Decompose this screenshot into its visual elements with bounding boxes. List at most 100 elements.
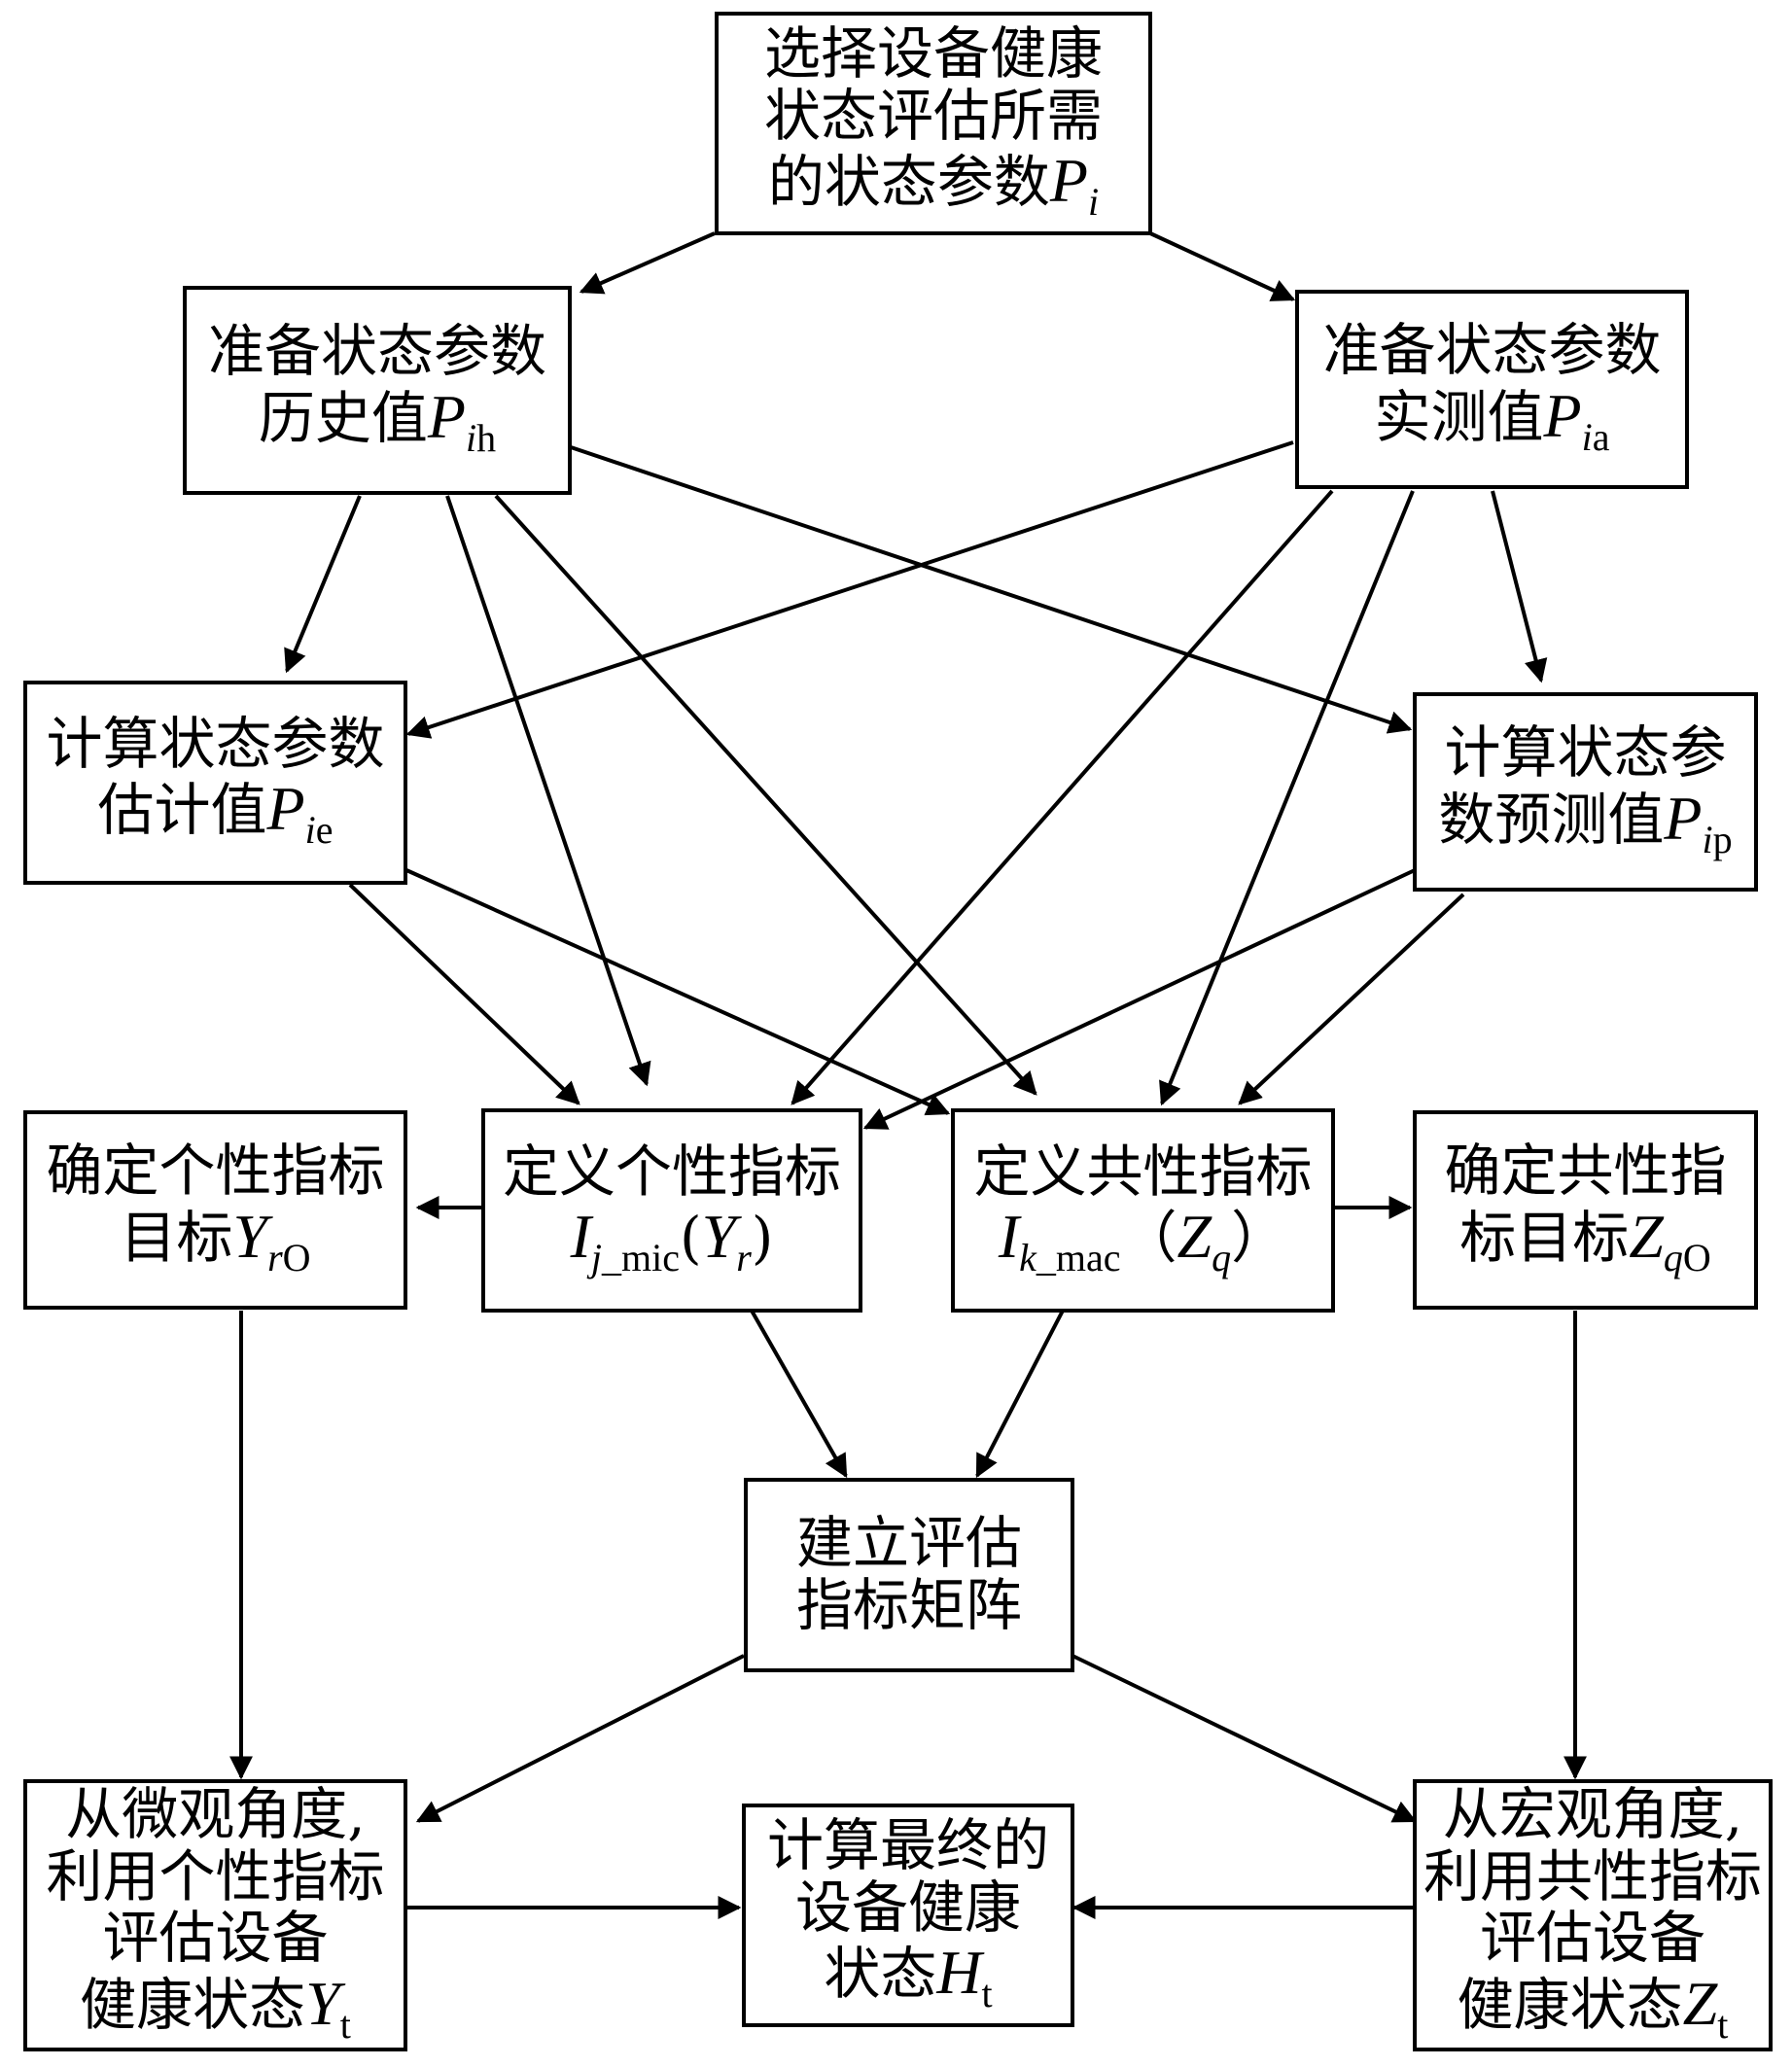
node-common-target: 确定共性指 标目标ZqO xyxy=(1413,1110,1758,1310)
node-estimated-values: 计算状态参数 估计值Pie xyxy=(23,681,407,885)
node-select-line3: 的状态参数Pi xyxy=(768,147,1099,224)
node-hist-sub-i: i xyxy=(465,415,477,460)
node-matrix-line2: 指标矩阵 xyxy=(795,1572,1022,1638)
node-indiv-def-var2: Y xyxy=(701,1202,737,1272)
node-macro-line3: 评估设备 xyxy=(1479,1905,1705,1972)
node-evaluation-matrix: 建立评估 指标矩阵 xyxy=(744,1478,1074,1672)
node-micro-line4: 健康状态Yt xyxy=(80,1969,351,2048)
node-final-health-state: 计算最终的 设备健康 状态Ht xyxy=(742,1804,1074,2027)
node-select-sub: i xyxy=(1087,180,1100,225)
arrow-hist-to-common-def xyxy=(494,494,1037,1096)
node-meas-line1: 准备状态参数 xyxy=(1322,317,1662,384)
node-predicted-values: 计算状态参 数预测值Pip xyxy=(1413,692,1758,892)
node-pred-sub: p xyxy=(1712,817,1733,861)
node-meas-sub: a xyxy=(1592,414,1610,459)
node-pred-var: P xyxy=(1664,783,1703,853)
node-indiv-def-paren-close: ) xyxy=(751,1205,774,1272)
node-indiv-def-paren-open: ( xyxy=(679,1205,702,1272)
node-pred-line1: 计算状态参 xyxy=(1444,719,1727,787)
arrow-hist-to-indiv-def xyxy=(445,495,651,1087)
node-indiv-def-line2: Ij_mic(Yr) xyxy=(571,1203,774,1279)
node-common-def-line2: Ik_mac（Zq） xyxy=(999,1203,1287,1279)
node-define-individual-index: 定义个性指标 Ij_mic(Yr) xyxy=(481,1108,862,1313)
node-est-line2-text: 估计值 xyxy=(97,777,267,844)
node-common-def-var2: Z xyxy=(1177,1202,1212,1272)
node-indiv-target-line2-text: 目标 xyxy=(120,1204,233,1271)
node-common-target-line2: 标目标ZqO xyxy=(1459,1201,1711,1279)
node-final-line3-text: 状态 xyxy=(824,1941,937,2008)
node-est-line1: 计算状态参数 xyxy=(46,710,385,777)
node-common-target-sub-i: q xyxy=(1663,1235,1683,1279)
node-hist-line2-text: 历史值 xyxy=(258,384,428,451)
arrow-meas-to-common-def xyxy=(1159,490,1415,1106)
arrow-est-to-common-def xyxy=(405,868,951,1116)
node-hist-line1: 准备状态参数 xyxy=(207,318,546,385)
node-macro-var: Z xyxy=(1682,1969,1718,2039)
node-final-var: H xyxy=(936,1938,982,2008)
node-common-def-sub2: q xyxy=(1212,1236,1232,1280)
node-indiv-target-var: Y xyxy=(232,1201,268,1271)
arrow-select-to-hist xyxy=(579,231,716,295)
node-pred-line2-text: 数预测值 xyxy=(1438,786,1665,853)
node-common-def-var: I xyxy=(998,1202,1020,1272)
node-meas-line2-text: 实测值 xyxy=(1374,383,1544,450)
node-measured-values: 准备状态参数 实测值Pia xyxy=(1295,290,1689,489)
node-matrix-line1: 建立评估 xyxy=(795,1510,1022,1577)
node-select-var: P xyxy=(1049,146,1088,216)
node-indiv-target-line2: 目标YrO xyxy=(120,1201,311,1279)
arrow-meas-to-pred xyxy=(1491,490,1548,683)
node-historical-values: 准备状态参数 历史值Pih xyxy=(183,286,572,495)
node-hist-sub: h xyxy=(476,415,497,460)
node-indiv-target-line1: 确定个性指标 xyxy=(46,1138,385,1205)
node-common-def-line1: 定义共性指标 xyxy=(973,1138,1313,1205)
node-macro-line4: 健康状态Zt xyxy=(1457,1969,1729,2048)
node-select-line2: 状态评估所需 xyxy=(763,82,1103,149)
node-indiv-def-line1: 定义个性指标 xyxy=(502,1138,841,1205)
arrow-est-to-indiv-def xyxy=(348,883,580,1105)
node-individual-target: 确定个性指标 目标YrO xyxy=(23,1110,407,1310)
node-meas-var: P xyxy=(1543,380,1582,450)
node-final-sub: t xyxy=(981,1972,993,2016)
node-hist-line2: 历史值Pih xyxy=(258,381,497,460)
arrow-hist-to-pred xyxy=(570,445,1413,734)
node-est-var: P xyxy=(266,774,305,844)
node-indiv-def-sub2: r xyxy=(736,1236,752,1280)
arrow-pred-to-indiv-def xyxy=(862,868,1416,1130)
node-est-line2: 估计值Pie xyxy=(98,775,334,852)
node-indiv-target-sub: O xyxy=(282,1235,311,1279)
node-common-def-paren-open: （ xyxy=(1120,1205,1177,1272)
node-macro-line4-text: 健康状态 xyxy=(1457,1972,1683,2039)
node-micro-line4-text: 健康状态 xyxy=(80,1972,306,2039)
node-micro-assessment: 从微观角度, 利用个性指标 评估设备 健康状态Yt xyxy=(23,1779,407,2051)
node-micro-line3: 评估设备 xyxy=(102,1905,329,1972)
arrow-matrix-to-micro xyxy=(415,1654,745,1823)
node-indiv-def-sub-i: j xyxy=(590,1236,602,1280)
node-select-parameters: 选择设备健康 状态评估所需 的状态参数Pi xyxy=(715,12,1152,235)
node-meas-sub-i: i xyxy=(1581,414,1593,459)
node-macro-assessment: 从宏观角度, 利用共性指标 评估设备 健康状态Zt xyxy=(1413,1779,1773,2051)
arrow-select-to-meas xyxy=(1149,231,1296,301)
node-indiv-def-var: I xyxy=(570,1202,591,1272)
node-micro-line1: 从微观角度, xyxy=(65,1780,366,1847)
node-hist-var: P xyxy=(427,381,466,451)
node-pred-line2: 数预测值Pip xyxy=(1438,783,1733,861)
node-est-sub: e xyxy=(315,808,334,853)
node-common-def-sub: _mac xyxy=(1036,1236,1121,1280)
node-macro-line1: 从宏观角度, xyxy=(1442,1780,1743,1847)
node-final-line1: 计算最终的 xyxy=(766,1811,1049,1878)
node-indiv-target-sub-i: r xyxy=(267,1235,283,1279)
arrow-indiv-def-to-matrix xyxy=(750,1310,848,1479)
node-select-line1: 选择设备健康 xyxy=(763,19,1103,87)
node-common-def-sub-i: k xyxy=(1019,1236,1037,1280)
arrow-meas-to-est xyxy=(405,440,1294,739)
node-meas-line2: 实测值Pia xyxy=(1374,380,1610,459)
node-micro-var: Y xyxy=(305,1969,340,2039)
node-final-line3: 状态Ht xyxy=(824,1939,992,2015)
node-common-target-var: Z xyxy=(1629,1201,1664,1271)
node-select-line3-text: 的状态参数 xyxy=(767,149,1050,216)
node-micro-sub: t xyxy=(339,2003,351,2048)
node-common-def-paren-close: ） xyxy=(1231,1205,1288,1272)
arrow-pred-to-common-def xyxy=(1238,893,1465,1105)
node-macro-sub: t xyxy=(1717,2003,1729,2048)
